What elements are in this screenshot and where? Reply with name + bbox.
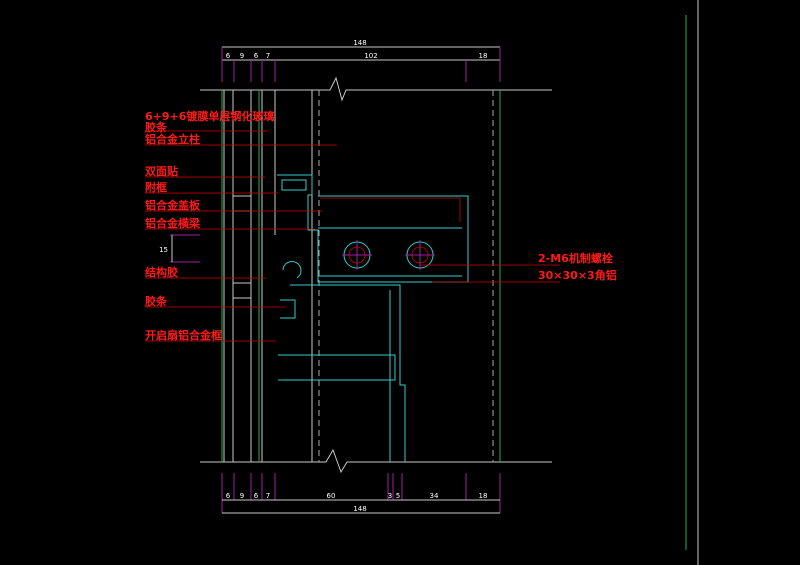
dim-label: 18 [479, 52, 488, 60]
dim-label: 7 [266, 492, 270, 500]
left-dimension: 15 [159, 234, 200, 263]
dim-label: 7 [266, 52, 270, 60]
dim-label: 34 [430, 492, 439, 500]
dim-label: 5 [396, 492, 400, 500]
label-cover: 铝合金盖板 [145, 198, 201, 212]
label-subframe: 附框 [145, 180, 167, 194]
glass-panel [221, 90, 276, 462]
dim-label: 6 [226, 492, 231, 500]
dim-label: 18 [479, 492, 488, 500]
bottom-dimensions: 6 9 6 7 60 3 5 34 18 148 [221, 473, 501, 514]
label-glass: 6+9+6镀膜单层钢化玻璃 [145, 109, 274, 123]
label-angle: 30×30×3角铝 [538, 268, 617, 282]
label-transom: 铝合金横梁 [145, 216, 201, 230]
sash-frame-profile [278, 261, 406, 462]
dim-label: 6 [254, 492, 259, 500]
dim-label: 9 [240, 52, 244, 60]
dim-left-label: 15 [159, 246, 168, 254]
dim-top-total: 148 [353, 39, 366, 47]
dim-label: 9 [240, 492, 244, 500]
label-sash-frame: 开启扇铝合金框 [145, 328, 222, 342]
dim-label: 6 [254, 52, 259, 60]
transom-profile [277, 174, 469, 283]
dim-label: 3 [388, 492, 392, 500]
break-line-top [200, 76, 552, 102]
label-gasket: 胶条 [145, 120, 168, 134]
label-tape: 双面贴 [145, 164, 178, 178]
label-mullion: 铝合金立柱 [145, 132, 200, 146]
dim-label: 102 [364, 52, 377, 60]
label-gasket-2: 胶条 [145, 294, 168, 308]
top-dimensions: 148 6 9 6 7 102 18 [221, 39, 501, 82]
label-structural-sealant: 结构胶 [144, 265, 178, 279]
bolt-2 [405, 240, 435, 270]
dim-bottom-total: 148 [353, 505, 366, 513]
leader-lines [145, 130, 560, 342]
break-line-bottom [200, 448, 552, 474]
bolt-1 [342, 240, 372, 270]
label-bolts: 2-M6机制螺栓 [538, 251, 613, 265]
dim-label: 60 [327, 492, 336, 500]
dim-label: 6 [226, 52, 231, 60]
